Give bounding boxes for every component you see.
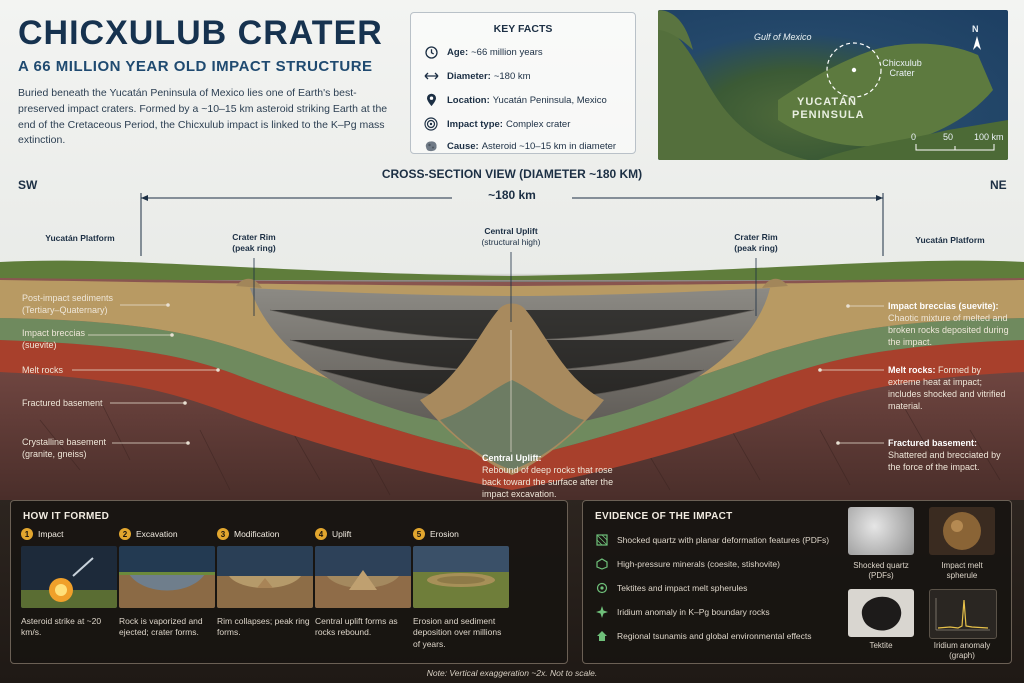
crater-rim-left (236, 278, 262, 288)
fracture-lines (39, 399, 1001, 496)
fact-cause: Cause:Asteroid ~10–15 km in diameter (423, 139, 616, 153)
how-it-formed-title: HOW IT FORMED (23, 511, 110, 522)
uplift-top-label: Central Uplift(structural high) (481, 226, 541, 247)
tsunami-icon (595, 629, 609, 643)
key-facts-title: KEY FACTS (493, 23, 553, 35)
scale-note: Note: Vertical exaggeration ~2x. Not to … (426, 668, 598, 678)
specimen-caption-iridium: Iridium anomaly(graph) (933, 641, 991, 661)
asteroid-icon (423, 139, 439, 153)
fact-impact-type: Impact type:Complex crater (423, 117, 570, 131)
specimen-caption-tektite: Tektite (869, 641, 893, 650)
direction-ne: NE (990, 178, 1007, 192)
map-scale-bar (915, 144, 995, 151)
map-gulf-label: Gulf of Mexico (754, 32, 812, 42)
mineral-icon (595, 557, 609, 571)
evidence-item-tektites: Tektites and impact melt spherules (595, 581, 747, 595)
fact-diameter: Diameter:~180 km (423, 69, 531, 83)
platform-left-label: Yucatán Platform (45, 233, 115, 243)
scale-0: 0 (911, 132, 917, 142)
crater-rim-right (762, 278, 788, 288)
label-central-uplift: Central Uplift:Rebound of deep rocks tha… (482, 453, 614, 500)
label-melt-rocks: Melt rocks (22, 365, 64, 375)
left-leader-dots (166, 303, 220, 445)
evidence-item-shocked-quartz: Shocked quartz with planar deformation f… (595, 533, 829, 547)
excavation-illustration (119, 546, 215, 608)
iridium-icon (595, 605, 609, 619)
scale-100: 100 km (974, 132, 1004, 142)
impact-illustration (21, 546, 117, 608)
key-facts-box: KEY FACTS Age:~66 million years Diameter… (410, 12, 636, 154)
label-right-breccias: Impact breccias (suevite): Chaotic mixtu… (888, 301, 1009, 348)
direction-sw: SW (18, 178, 38, 192)
melt-spherule-image (929, 507, 995, 555)
right-leader-dots (818, 304, 850, 445)
evidence-title: EVIDENCE OF THE IMPACT (595, 511, 733, 522)
platform-right-label: Yucatán Platform (915, 235, 985, 245)
specimen-caption-quartz: Shocked quartz(PDFs) (853, 561, 909, 581)
north-arrow-label: N (972, 24, 979, 34)
location-map: Gulf of Mexico Chicxulub Crater YUCATÁN … (658, 10, 1008, 160)
left-leader-lines (72, 304, 218, 444)
location-pin-icon (423, 93, 439, 107)
label-right-melt-rocks: Melt rocks: Formed by extreme heat at im… (888, 365, 1006, 412)
erosion-illustration (413, 546, 509, 608)
iridium-graph-image (929, 589, 997, 639)
page-subtitle: A 66 MILLION YEAR OLD IMPACT STRUCTURE (18, 58, 373, 75)
intro-paragraph: Buried beneath the Yucatán Peninsula of … (18, 87, 388, 147)
target-icon (423, 117, 439, 131)
label-post-impact-sediments: Post-impact sediments(Tertiary–Quaternar… (22, 293, 114, 315)
map-crater-ring (826, 42, 882, 98)
shocked-quartz-icon (595, 533, 609, 547)
page-title: CHICXULUB CRATER (18, 14, 383, 52)
cross-section-title: CROSS-SECTION VIEW (DIAMETER ~180 KM) (381, 167, 643, 181)
fact-age: Age:~66 million years (423, 45, 543, 59)
map-peninsula-label: YUCATÁN PENINSULA (792, 96, 865, 121)
evidence-item-tsunamis: Regional tsunamis and global environment… (595, 629, 812, 643)
map-crater-label: Chicxulub Crater (882, 58, 922, 79)
diameter-label: ~180 km (488, 188, 536, 202)
tektite-image (848, 589, 914, 637)
spherule-icon (595, 581, 609, 595)
right-leader-lines (820, 305, 884, 444)
evidence-panel: EVIDENCE OF THE IMPACT Shocked quartz wi… (582, 500, 1012, 664)
shocked-quartz-image (848, 507, 914, 555)
top-leader-lines (253, 252, 757, 322)
uplift-illustration (315, 546, 411, 608)
central-uplift-core (440, 380, 584, 470)
north-arrow-icon (973, 36, 981, 50)
clock-icon (423, 45, 439, 59)
label-fractured-basement: Fractured basement (22, 398, 103, 408)
evidence-item-minerals: High-pressure minerals (coesite, stishov… (595, 557, 780, 571)
label-impact-breccias: Impact breccias(suevite) (22, 328, 86, 350)
rim-right-label: Crater Rim(peak ring) (734, 232, 778, 253)
modification-illustration (217, 546, 313, 608)
label-crystalline-basement: Crystalline basement(granite, gneiss) (22, 437, 107, 459)
rim-left-label: Crater Rim(peak ring) (232, 232, 276, 253)
diameter-dimension-line (140, 193, 884, 256)
double-arrow-icon (423, 69, 439, 83)
scale-50: 50 (943, 132, 954, 142)
ground-vegetation-strip (0, 260, 1024, 280)
label-right-fractured-basement: Fractured basement: Shattered and brecci… (888, 438, 1001, 473)
evidence-item-iridium: Iridium anomaly in K–Pg boundary rocks (595, 605, 770, 619)
fact-location: Location:Yucatán Peninsula, Mexico (423, 93, 607, 107)
impact-breccia-layer (0, 318, 1024, 460)
